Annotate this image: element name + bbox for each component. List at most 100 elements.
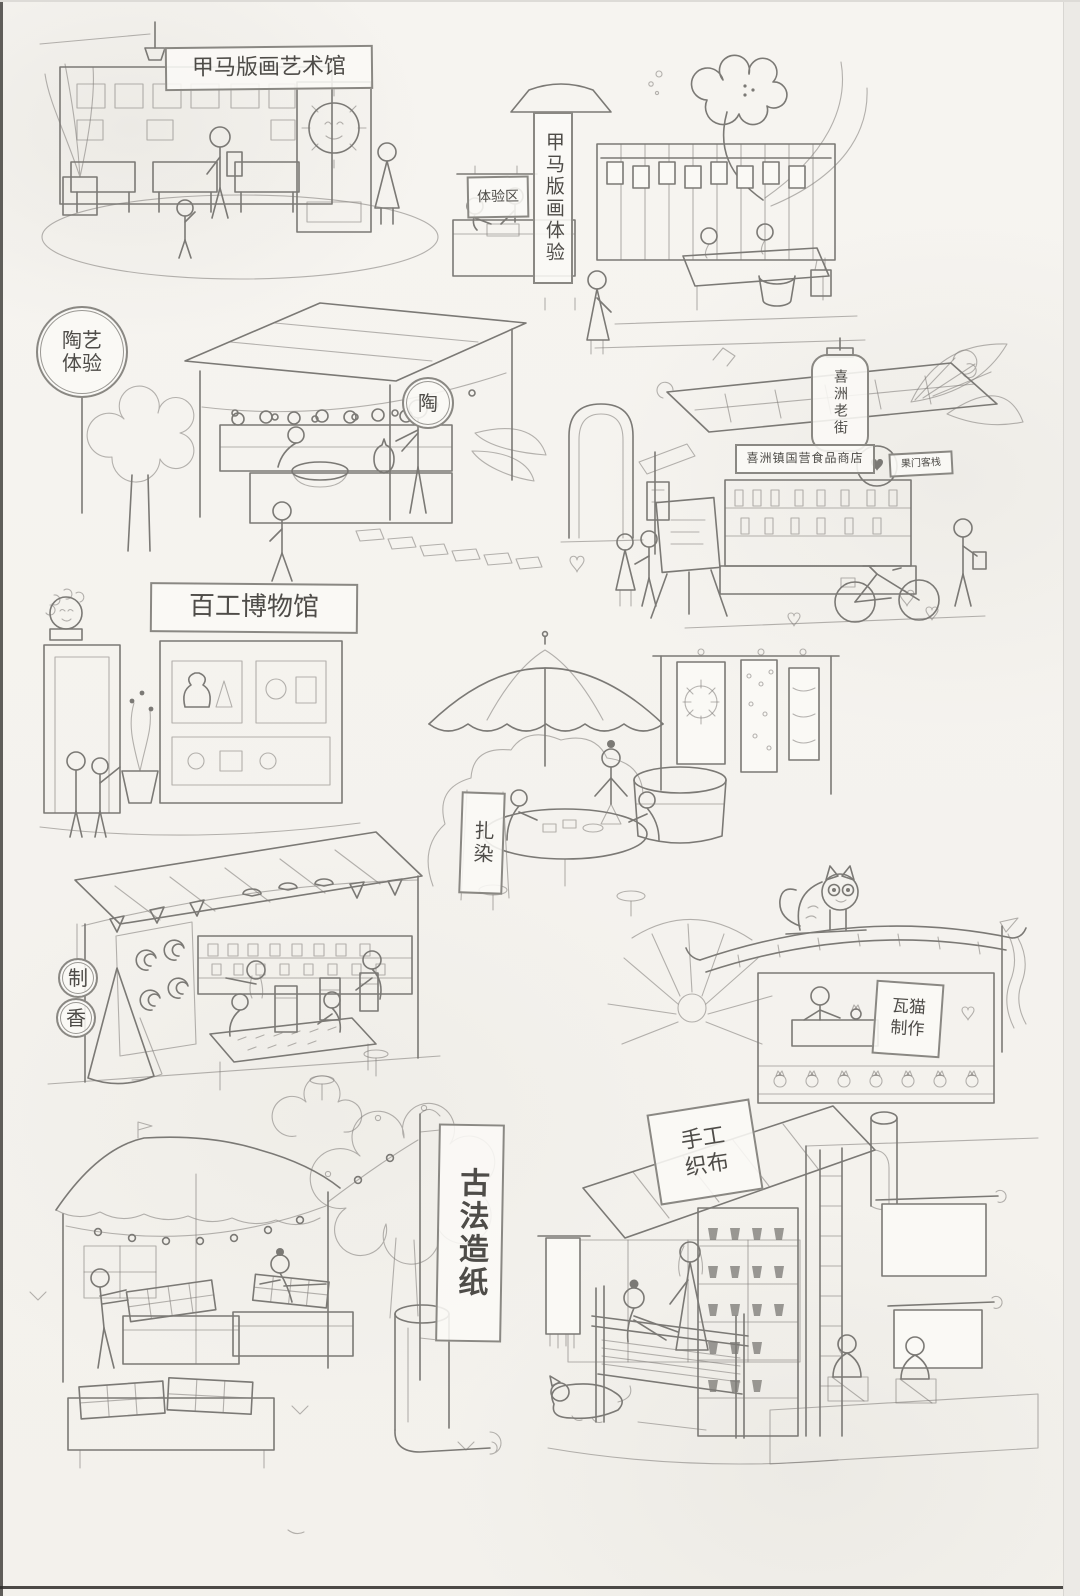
scene-hundred-crafts-museum: 百工博物馆	[20, 565, 372, 841]
workshop-wall	[757, 972, 995, 1104]
tile-cat-sign-line1: 瓦猫	[891, 996, 927, 1019]
experience-banner-text: 甲马版画体验	[542, 132, 565, 264]
paper-vat-left	[122, 1279, 240, 1365]
incense-table	[209, 1017, 377, 1091]
scene-pottery-experience: 陶艺体验 陶	[20, 285, 547, 582]
exhibit-wall	[159, 640, 343, 804]
temple-roof	[685, 925, 1027, 973]
woman-with-bag	[953, 518, 987, 607]
scene-incense-making: 制 香	[20, 818, 447, 1105]
scan-edge-right	[1063, 0, 1080, 1596]
work-tables	[594, 223, 866, 349]
tile-cat-sign: 瓦猫 制作	[871, 979, 945, 1059]
seated-person-right	[616, 791, 660, 917]
stone-lion	[45, 588, 85, 641]
street-lantern: 喜洲老街	[811, 354, 869, 452]
museum-visitors	[66, 751, 121, 838]
banner-pole	[419, 1108, 441, 1381]
flower-plant	[648, 54, 868, 307]
tree	[86, 385, 195, 552]
standing-woman	[594, 740, 628, 825]
pottery-circle-sign: 陶艺体验	[36, 306, 128, 398]
gallery-sign: 甲马版画艺术馆	[164, 44, 374, 92]
scan-edge-left	[0, 0, 3, 1596]
weaving-sign-line2: 织布	[683, 1149, 731, 1182]
banner-ribbons	[999, 917, 1027, 1053]
leaf-doodles	[471, 428, 547, 482]
banner-roof-cap	[510, 83, 612, 311]
flower-pot-display	[121, 690, 159, 804]
cloth-roll-corner	[870, 1111, 898, 1211]
string-lights	[201, 372, 507, 423]
pottery-circle-text: 陶艺体验	[62, 328, 102, 375]
scene-xizhou-old-street: 喜洲老街 喜洲镇国营食品商店 果门客栈	[555, 330, 1027, 632]
papermaker-left	[90, 1268, 129, 1369]
scene-jiama-print-gallery: 甲马版画艺术馆	[35, 12, 465, 284]
scene-jiama-print-experience: 甲马版画体验 体验区	[445, 48, 870, 355]
bottle-shelf	[719, 479, 917, 595]
pottery-round-sign: 陶	[402, 377, 454, 429]
inn-plaque-text: 果门客栈	[900, 457, 942, 471]
gallery-sign-text: 甲马版画艺术馆	[191, 54, 347, 82]
sun-poster	[296, 81, 372, 233]
cloud-blob	[427, 734, 644, 887]
museum-sign-text: 百工博物馆	[188, 591, 320, 623]
right-building-ladder	[805, 1137, 1039, 1437]
experience-area-sign: 体验区	[466, 175, 530, 219]
papermaker-right	[259, 1248, 327, 1303]
shop-sign: 喜洲镇国营食品商店	[735, 444, 875, 474]
display-cases	[70, 161, 300, 213]
incense-sign-top-text: 制	[68, 965, 88, 990]
ground-line	[39, 822, 361, 836]
visitor-child	[176, 199, 196, 259]
scene-tie-dye: 扎染	[415, 628, 847, 928]
incense-cone	[87, 967, 163, 1085]
hanging-frames-right	[875, 1189, 1007, 1369]
tile-cat-shelf	[757, 1070, 995, 1095]
hanging-lamp-icon	[39, 21, 166, 61]
pottery-round-text: 陶	[418, 390, 438, 415]
spiral-incense-panel	[115, 921, 197, 1057]
tent	[55, 1121, 341, 1383]
incense-sign-bottom: 香	[56, 998, 96, 1038]
pottery-counter	[249, 438, 453, 524]
scan-edge-top	[0, 0, 1080, 2]
ground-line	[684, 615, 986, 629]
inn-plaque: 果门客栈	[888, 450, 954, 478]
ground-blob	[41, 194, 439, 280]
weaver-seated	[623, 1279, 679, 1343]
thread-shelf	[697, 1207, 799, 1437]
tie-dye-sign-text: 扎染	[469, 819, 496, 867]
papermaking-banner: 古法造纸	[435, 1123, 505, 1343]
craftsman	[791, 986, 879, 1047]
tie-dye-sign: 扎染	[458, 791, 506, 895]
bunting	[81, 878, 419, 933]
apprentice-2	[895, 1336, 937, 1404]
museum-sign: 百工博物馆	[149, 582, 359, 634]
shop-sign-text: 喜洲镇国营食品商店	[746, 451, 864, 466]
back-shelf	[197, 935, 413, 995]
experience-banner: 甲马版画体验	[533, 112, 573, 284]
apprentice-1	[827, 1334, 869, 1402]
visitor-man	[206, 126, 243, 219]
museum-door	[43, 644, 121, 814]
paper-vat-right	[232, 1273, 354, 1357]
loom	[591, 1285, 749, 1439]
print-drying-wall	[596, 143, 836, 261]
scan-edge-bottom	[0, 1586, 1080, 1589]
sunburst-fan	[607, 918, 773, 1045]
front-table	[67, 1377, 275, 1469]
stall-roof	[184, 302, 527, 521]
incense-sign-bottom-text: 香	[66, 1005, 86, 1030]
jars	[274, 972, 379, 1033]
walking-couple	[615, 530, 658, 607]
back-window	[83, 1245, 157, 1299]
dog	[549, 1375, 632, 1424]
bicycle	[834, 565, 940, 623]
stone-path	[355, 528, 543, 570]
ground-line	[547, 1447, 839, 1465]
roof-cat-statue	[779, 865, 867, 935]
side-stall	[638, 443, 696, 555]
weaver-standing	[669, 1241, 709, 1351]
